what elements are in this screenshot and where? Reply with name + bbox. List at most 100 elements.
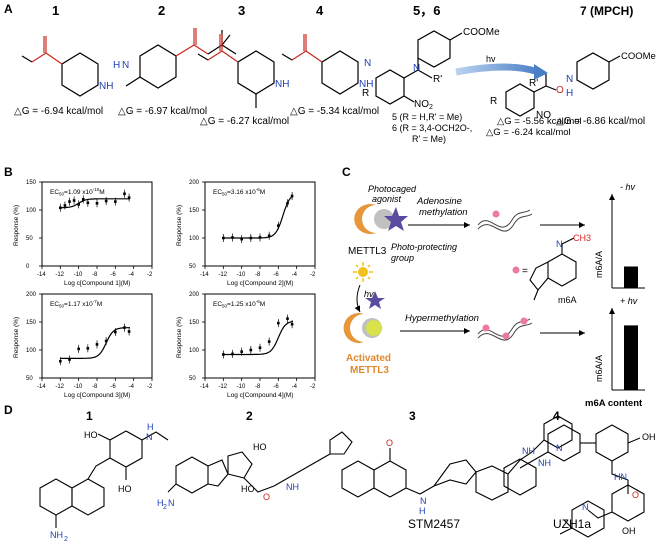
fit-curve	[223, 320, 294, 356]
data-point	[72, 199, 76, 202]
y-tick-label: 50	[189, 264, 196, 270]
data-point	[277, 224, 280, 227]
y-tick-label: 100	[26, 348, 37, 354]
svg-text:OH: OH	[622, 526, 636, 536]
svg-text:N: N	[168, 498, 175, 508]
y-tick-label: 0	[26, 264, 30, 270]
hv-label: hv	[486, 54, 496, 64]
y-tick-label: 150	[189, 208, 200, 214]
compound-7-h: H	[566, 88, 573, 99]
y-tick-label: 150	[189, 320, 200, 326]
x-tick-label: -14	[200, 272, 209, 278]
hv-arrow	[455, 63, 540, 76]
m6a-content-label: m6A content	[585, 398, 643, 409]
data-point	[114, 330, 117, 334]
compound-56-no2: NO2	[414, 99, 433, 111]
y-tick-label: 150	[26, 320, 37, 326]
y-axis-label: Response (%)	[176, 205, 183, 246]
d-compound-2-structure	[167, 431, 353, 494]
released-star	[365, 291, 385, 309]
compound-2-dg: △G = -6.97 kcal/mol	[118, 106, 207, 117]
compound-56-r: R	[362, 88, 369, 99]
panel-label-c: C	[342, 165, 351, 179]
x-tick-label: -8	[255, 272, 261, 278]
data-point	[114, 200, 117, 203]
compound-3-dg: △G = -6.27 kcal/mol	[200, 116, 289, 127]
svg-text:N: N	[420, 496, 427, 506]
photoproduct-o: O	[556, 85, 564, 96]
x-tick-label: -14	[200, 384, 209, 390]
x-tick-label: -6	[110, 272, 116, 278]
x-tick-label: -10	[237, 384, 246, 390]
svg-text:OH: OH	[642, 432, 656, 442]
x-tick-label: -6	[273, 384, 279, 390]
y-axis-label: Response (%)	[13, 317, 20, 358]
equals-sign: =	[522, 266, 528, 277]
svg-text:NH: NH	[286, 482, 299, 492]
compound-56-title: 5，6	[413, 3, 440, 18]
data-point	[123, 192, 126, 196]
compound-4-structure	[281, 34, 359, 95]
x-tick-label: -2	[310, 272, 316, 278]
data-point	[104, 339, 108, 343]
compound-3-nh: NH	[275, 79, 289, 90]
data-point	[86, 201, 90, 205]
compound-4-nh: NH	[359, 79, 373, 90]
x-tick-label: -4	[129, 272, 135, 278]
m6a-mark	[520, 317, 528, 325]
svg-text:N: N	[146, 432, 153, 442]
yaxis-label-bottom: m6A/A	[594, 355, 604, 382]
compound-7-n: N	[566, 74, 573, 85]
compound-56-note1: 5 (R = H,R' = Me)	[392, 112, 462, 122]
data-point	[59, 359, 62, 363]
sun-icon	[353, 262, 373, 282]
data-point	[95, 343, 99, 346]
y-tick-label: 50	[26, 376, 33, 382]
svg-text:HO: HO	[241, 484, 255, 494]
x-tick-label: -8	[92, 272, 98, 278]
compound-2-n: N	[122, 60, 129, 71]
m6a-n-label: N	[556, 239, 563, 249]
fit-curve	[60, 327, 131, 359]
compound-3-structure	[197, 34, 275, 108]
data-point	[231, 352, 234, 356]
d-title-2: 2	[246, 409, 253, 423]
x-tick-label: -2	[147, 384, 153, 390]
x-tick-label: -8	[92, 384, 98, 390]
m6a-caption: m6A	[558, 295, 577, 305]
panel-label-b: B	[4, 165, 13, 179]
data-point	[249, 348, 253, 352]
x-tick-label: -14	[37, 272, 46, 278]
data-point	[68, 200, 71, 203]
compound-1-structure	[21, 36, 99, 97]
data-point	[290, 194, 294, 198]
photoproduct-no: NO	[536, 110, 551, 121]
compound-1-nh: NH	[99, 81, 113, 92]
x-tick-label: -4	[292, 272, 298, 278]
x-tick-label: -2	[310, 384, 316, 390]
compound-4-n: N	[364, 58, 371, 69]
compound-56-structure	[375, 30, 463, 105]
data-point	[86, 347, 90, 350]
compound-2-nh: H	[113, 60, 120, 71]
d-title-3: 3	[409, 409, 416, 423]
compound-56-n: N	[413, 63, 420, 74]
x-tick-label: -6	[110, 384, 116, 390]
rna-strand-top	[477, 209, 533, 232]
svg-text:2: 2	[64, 536, 68, 543]
data-point	[123, 326, 126, 329]
svg-text:O: O	[386, 438, 393, 448]
x-tick-label: -12	[218, 384, 227, 390]
y-tick-label: 200	[189, 180, 200, 186]
y-tick-label: 50	[189, 376, 196, 382]
compound-3-title: 3	[238, 3, 245, 18]
data-point	[240, 350, 243, 353]
svg-text:H: H	[147, 422, 154, 432]
svg-text:N: N	[556, 443, 563, 453]
m6a-legend-ball	[512, 266, 520, 274]
x-tick-label: -12	[55, 384, 64, 390]
svg-text:HO: HO	[253, 442, 267, 452]
y-tick-label: 200	[189, 292, 200, 298]
m6a-mark	[502, 332, 510, 340]
